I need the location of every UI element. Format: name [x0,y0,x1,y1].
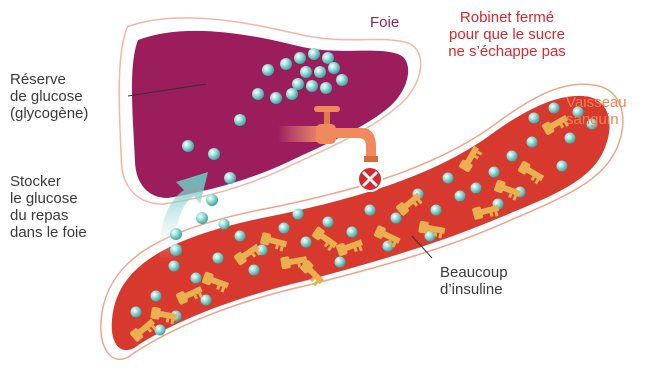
glucose-molecule-icon [206,194,218,206]
glucose-molecule-icon [557,161,568,172]
glucose-molecule-icon [294,52,306,64]
glucose-molecule-icon [328,62,340,74]
glucose-molecule-icon [262,64,274,76]
glucose-molecule-icon [391,213,402,224]
glucose-molecule-icon [323,217,334,228]
glucose-molecule-icon [213,253,224,264]
glucose-molecule-icon [308,48,320,60]
glucose-molecule-icon [336,74,348,86]
glucose-molecule-icon [208,148,220,160]
x-circle-icon [358,167,382,191]
glucose-molecule-icon [431,205,442,216]
glucose-molecule-icon [347,227,358,238]
glucose-molecule-icon [182,140,194,152]
glucose-molecule-icon [235,231,246,242]
glucose-molecule-icon [279,223,290,234]
glucose-molecule-icon [320,82,332,94]
glucose-molecule-icon [527,137,538,148]
glucose-molecule-icon [365,205,376,216]
glucose-molecule-icon [314,66,326,78]
label-reserve: Réserve de glucose (glycogène) [10,71,88,122]
glucose-molecule-icon [196,212,208,224]
glucose-molecule-icon [224,172,236,184]
glucose-molecule-icon [170,244,182,256]
glucose-molecule-icon [443,173,454,184]
glucose-molecule-icon [489,167,500,178]
glucose-molecule-icon [286,88,298,100]
glucose-molecule-icon [301,237,312,248]
glucose-molecule-icon [549,103,560,114]
glucose-molecule-icon [565,133,576,144]
label-foie: Foie [370,14,399,31]
glucose-molecule-icon [335,257,346,268]
glucose-molecule-icon [270,92,282,104]
glucose-molecule-icon [300,66,312,78]
glucose-molecule-icon [191,273,202,284]
glucose-molecule-icon [292,78,304,90]
glucose-molecule-icon [234,114,246,126]
glucose-molecule-icon [455,191,466,202]
glucose-molecule-icon [507,151,518,162]
label-insuline: Beaucoup d’insuline [440,264,508,298]
glucose-molecule-icon [306,80,318,92]
glucose-molecule-icon [529,113,540,124]
glucose-molecule-icon [471,183,482,194]
glucose-molecule-icon [131,307,142,318]
glucose-molecule-icon [219,219,230,230]
label-stocker: Stocker le glucose du repas dans le foie [10,173,87,241]
glucose-molecule-icon [151,291,162,302]
glucose-molecule-icon [252,88,264,100]
glucose-molecule-icon [170,228,182,240]
label-vaisseau: Vaisseau sanguin [566,94,647,128]
label-robinet: Robinet fermé pour que le sucre ne s’éch… [432,9,582,60]
glucose-molecule-icon [322,52,334,64]
glucose-molecule-icon [280,58,292,70]
glucose-molecule-icon [249,265,260,276]
glucose-molecule-icon [293,209,304,220]
glucose-molecule-icon [155,325,166,336]
glucose-molecule-icon [169,261,180,272]
